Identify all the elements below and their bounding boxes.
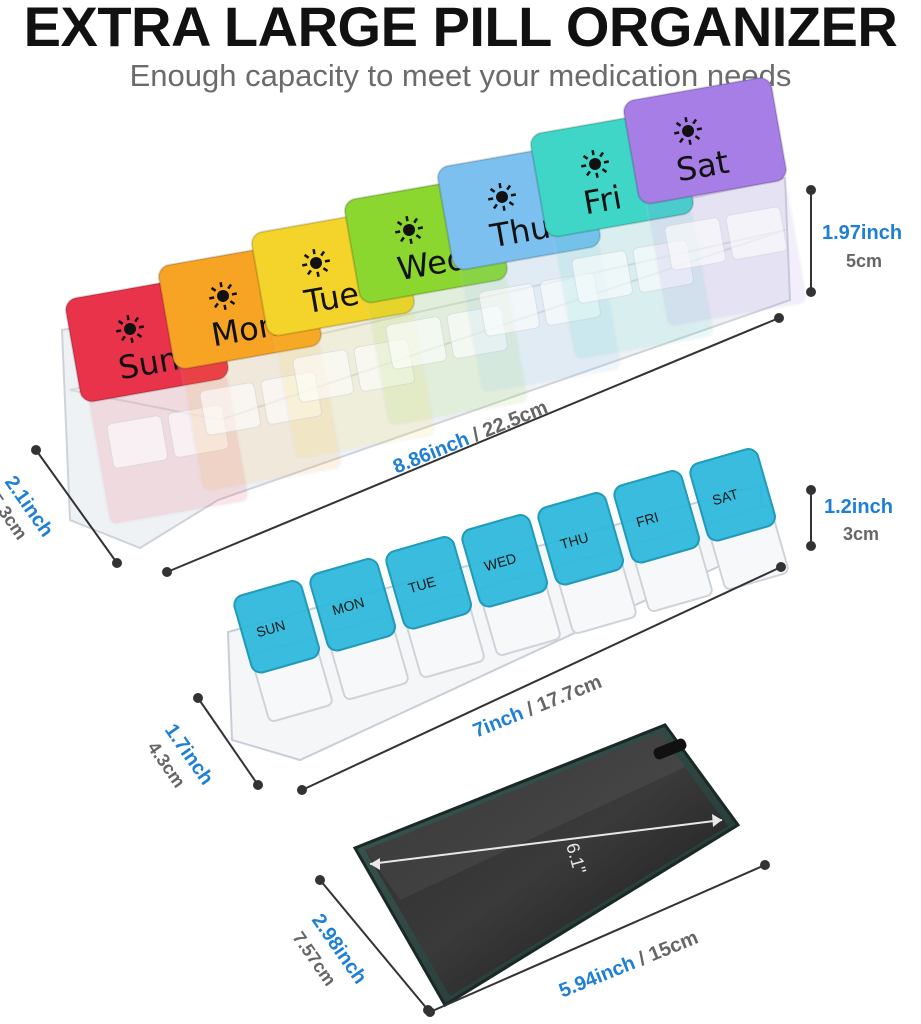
small-day-label-sun: SUN [254,617,287,641]
small-height-cm: 3cm [843,524,880,544]
sun-icon [395,215,424,244]
small-day-label-fri: FRI [634,509,660,531]
small-lid-sun[interactable] [232,579,321,675]
sun-icon [209,281,238,310]
page-title: EXTRA LARGE PILL ORGANIZER [23,0,898,58]
large-compartment-sat: Sat [622,76,808,328]
large-day-label-sat: Sat [673,143,731,190]
phone-illustration [352,723,741,1008]
large-lid-sat[interactable] [622,76,788,205]
sun-icon [674,116,703,145]
sun-icon [302,248,331,277]
small-lid-tue[interactable] [384,535,473,631]
small-compartment-wed: WED [460,513,561,656]
small-lid-thu[interactable] [536,491,625,587]
small-day-label-tue: TUE [406,573,437,596]
small-compartment-sun: SUN [232,579,333,722]
small-compartment-thu: THU [536,491,637,634]
large-day-label-fri: Fri [580,178,624,222]
small-lid-mon[interactable] [308,557,397,653]
dimension-lines [31,185,816,1017]
sun-icon [116,314,145,343]
phone-notch [653,738,687,760]
small-lid-wed[interactable] [460,513,549,609]
small-day-label-thu: THU [558,529,590,552]
small-compartment-sat: SAT [688,447,789,590]
sun-icon [581,149,610,178]
small-compartment-mon: MON [308,557,409,700]
sun-icon [488,182,517,211]
small-day-label-sat: SAT [710,486,740,509]
small-height-inch: 1.2inch [824,496,893,518]
large-height-inch: 1.97inch [822,222,903,244]
small-compartment-fri: FRI [612,469,713,612]
small-compartment-tue: TUE [384,535,485,678]
large-height-cm: 5cm [846,251,883,271]
small-lid-fri[interactable] [612,469,701,565]
small-lid-sat[interactable] [688,447,777,543]
page-subtitle: Enough capacity to meet your medication … [129,58,792,93]
